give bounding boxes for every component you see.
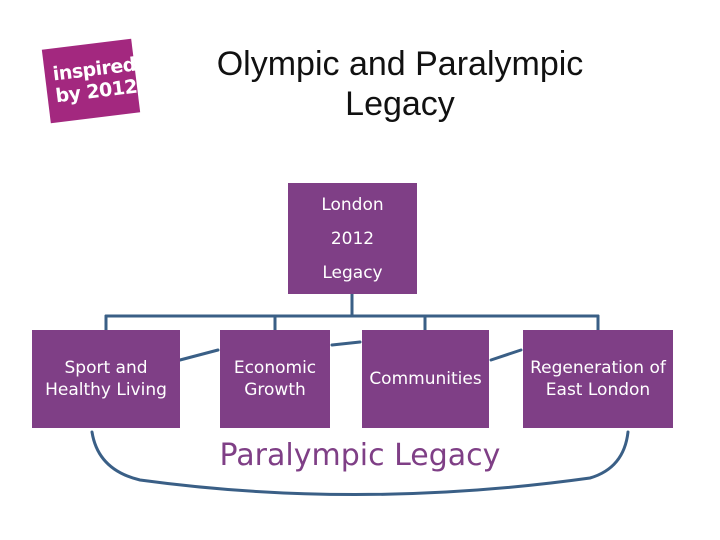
root-line-1: London [321, 194, 384, 215]
economic-growth-box: Economic Growth [220, 330, 330, 428]
title-line-2: Legacy [345, 85, 455, 123]
root-line-3: Legacy [322, 262, 383, 283]
paralympic-legacy-label: Paralympic Legacy [219, 438, 501, 473]
link-sport-economic [178, 348, 220, 362]
communities-label: Communities [369, 369, 482, 389]
sport-healthy-living-box: Sport and Healthy Living [32, 330, 180, 428]
sport-line-2: Healthy Living [45, 380, 167, 400]
communities-box: Communities [362, 330, 489, 428]
legacy-arc [90, 430, 630, 496]
regeneration-east-london-box: Regeneration of East London [523, 330, 673, 428]
regeneration-line-2: East London [545, 380, 651, 400]
economic-line-2: Growth [244, 380, 306, 400]
title-line-1: Olympic and Paralympic [216, 45, 584, 83]
sport-line-1: Sport and [64, 358, 148, 378]
link-communities-regeneration [489, 348, 523, 362]
link-economic-communities [330, 340, 362, 347]
slide-title: Olympic and Paralympic Legacy [150, 44, 650, 124]
root-line-2: 2012 [330, 228, 375, 249]
london-2012-legacy-box: London 2012 Legacy [288, 183, 417, 294]
economic-line-1: Economic [233, 358, 317, 378]
regeneration-line-1: Regeneration of [530, 358, 666, 378]
